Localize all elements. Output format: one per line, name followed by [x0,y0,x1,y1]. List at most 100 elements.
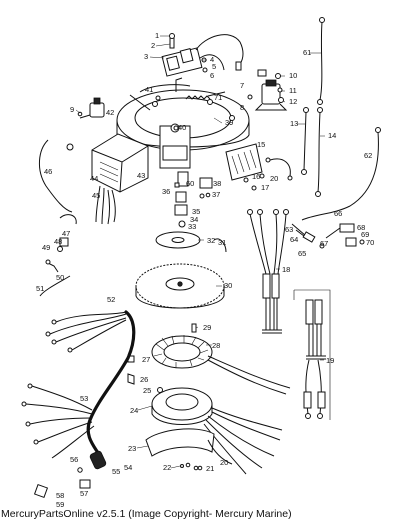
stator-mounting-plate [116,77,250,169]
callout-28: 28 [212,341,220,350]
callout-37: 37 [212,190,220,199]
part-25 [157,387,163,393]
part-37 [199,193,205,199]
callout-27: 27 [142,355,150,364]
callout-32: 32 [207,236,215,245]
callout-19: 19 [326,356,334,365]
callout-61: 61 [303,48,311,57]
callout-11: 11 [289,86,297,95]
part-40 [173,125,179,131]
callout-52: 52 [107,295,115,304]
callout-60: 60 [186,179,194,188]
callout-20b: 20 [220,458,228,467]
callout-64: 64 [290,235,298,244]
callout-8: 8 [240,103,244,112]
callout-13: 13 [290,119,298,128]
plug-54-59 [33,450,107,499]
callout-45: 45 [92,191,100,200]
part-23 [145,428,215,457]
callout-41: 41 [145,85,153,94]
clamp-47 [59,214,77,225]
callout-55: 55 [112,467,120,476]
callout-46: 46 [44,167,52,176]
stator-28 [151,335,291,395]
callout-56: 56 [70,455,78,464]
callout-4: 4 [210,55,214,64]
callout-18: 18 [282,265,290,274]
callout-14: 14 [328,131,336,140]
callout-68: 68 [357,223,365,232]
callout-1: 1 [155,31,159,40]
callout-49: 49 [42,243,50,252]
wire-20-lower [207,439,233,465]
part-17 [251,185,257,191]
plate-32 [155,231,201,249]
callout-66: 66 [334,209,342,218]
callout-16: 16 [252,172,260,181]
callout-38: 38 [213,179,221,188]
wire-31 [213,238,227,253]
wire-62 [301,131,379,221]
callout-39: 39 [225,118,233,127]
callout-7: 7 [240,81,244,90]
part-41 [155,95,161,101]
callout-69: 69 [361,230,369,239]
switch-box-43 [91,133,149,225]
callout-labels: 1 2 3 4 5 6 7 8 9 10 11 12 13 14 15 16 1… [36,31,374,509]
part-16 [259,173,265,179]
callout-65: 65 [298,249,306,258]
callout-36: 36 [162,187,170,196]
callout-25: 25 [143,386,151,395]
callout-50: 50 [56,273,64,282]
harness-19 [293,289,331,420]
callout-34: 34 [190,215,198,224]
callout-3: 3 [144,52,148,61]
callout-30: 30 [224,281,232,290]
copyright-footer: MercuryPartsOnline v2.5.1 (Image Copyrig… [1,508,292,520]
callout-35: 35 [192,207,200,216]
trigger-24 [151,387,283,475]
callout-21: 21 [206,464,214,473]
callout-24: 24 [130,406,138,415]
callout-10: 10 [289,71,297,80]
part-21 [197,465,203,471]
coil-bracket-assembly [161,33,244,77]
callout-40: 40 [178,123,186,132]
part-29 [191,323,197,333]
callout-33: 33 [188,222,196,231]
callout-29: 29 [203,323,211,332]
wire-61 [319,21,323,101]
callout-12: 12 [289,97,297,106]
leader-lines [75,35,325,469]
flywheel-30 [135,263,225,309]
callout-67: 67 [320,239,328,248]
callout-48: 48 [54,237,62,246]
harness-53 [21,383,95,459]
callout-71: 71 [214,93,222,102]
pulser-stack [174,171,189,228]
part-26 [127,373,135,385]
callout-20: 20 [270,174,278,183]
callout-44: 44 [90,174,98,183]
callout-54: 54 [124,463,132,472]
small-parts-48-51 [39,237,71,297]
callout-31: 31 [218,238,226,247]
callout-57: 57 [80,489,88,498]
callout-47: 47 [62,229,70,238]
wire-13 [303,111,307,171]
spring-71 [185,95,211,100]
callout-42: 42 [106,108,114,117]
callout-23: 23 [128,444,136,453]
callout-2: 2 [151,41,155,50]
part-22 [180,464,184,468]
wire-14 [317,111,321,193]
switch-42 [77,97,105,119]
connectors-63-70 [291,223,365,249]
terminal-block-15 [225,143,263,183]
callout-22: 22 [163,463,171,472]
wire-46 [39,139,73,213]
part-38 [199,177,213,189]
wire-20-upper [269,158,291,177]
callout-26: 26 [140,375,148,384]
